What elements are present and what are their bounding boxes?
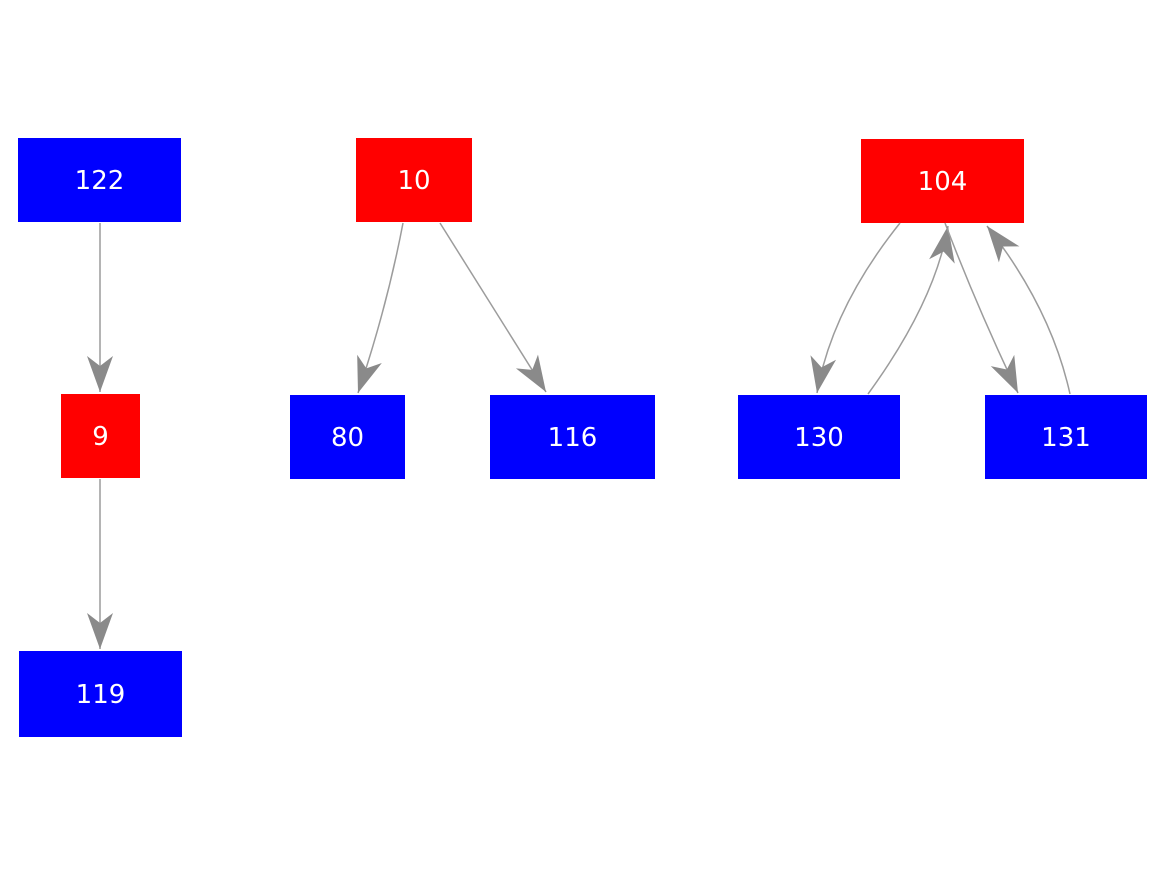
edge-131-to-104 <box>986 225 1071 395</box>
node-box-104 <box>861 139 1024 223</box>
node-box-119 <box>19 651 182 737</box>
node-label-80: 80 <box>331 423 364 453</box>
node-label-116: 116 <box>548 423 598 453</box>
node-10: 10 <box>356 138 472 222</box>
node-box-116 <box>490 395 655 479</box>
edge-10-to-116 <box>439 222 547 393</box>
node-label-119: 119 <box>76 680 126 710</box>
node-label-131: 131 <box>1041 423 1091 453</box>
edge-10-to-80 <box>357 222 404 394</box>
node-119: 119 <box>19 651 182 737</box>
edge-104-to-130 <box>810 222 901 394</box>
edge-130-to-104 <box>867 225 955 395</box>
nodes-layer: 122 9 119 10 80 116 104 130 131 <box>18 138 1147 737</box>
node-131: 131 <box>985 395 1147 479</box>
node-130: 130 <box>738 395 900 479</box>
node-80: 80 <box>290 395 405 479</box>
node-label-130: 130 <box>794 423 844 453</box>
node-box-9 <box>61 394 140 478</box>
node-122: 122 <box>18 138 181 222</box>
node-label-104: 104 <box>918 167 968 197</box>
edges-layer <box>87 222 1071 649</box>
node-label-10: 10 <box>397 166 430 196</box>
node-104: 104 <box>861 139 1024 223</box>
node-box-122 <box>18 138 181 222</box>
node-box-130 <box>738 395 900 479</box>
node-label-9: 9 <box>92 422 109 452</box>
node-box-131 <box>985 395 1147 479</box>
node-label-122: 122 <box>75 166 125 196</box>
node-box-10 <box>356 138 472 222</box>
edge-104-to-131 <box>944 222 1019 394</box>
node-box-80 <box>290 395 405 479</box>
node-116: 116 <box>490 395 655 479</box>
node-9: 9 <box>61 394 140 478</box>
